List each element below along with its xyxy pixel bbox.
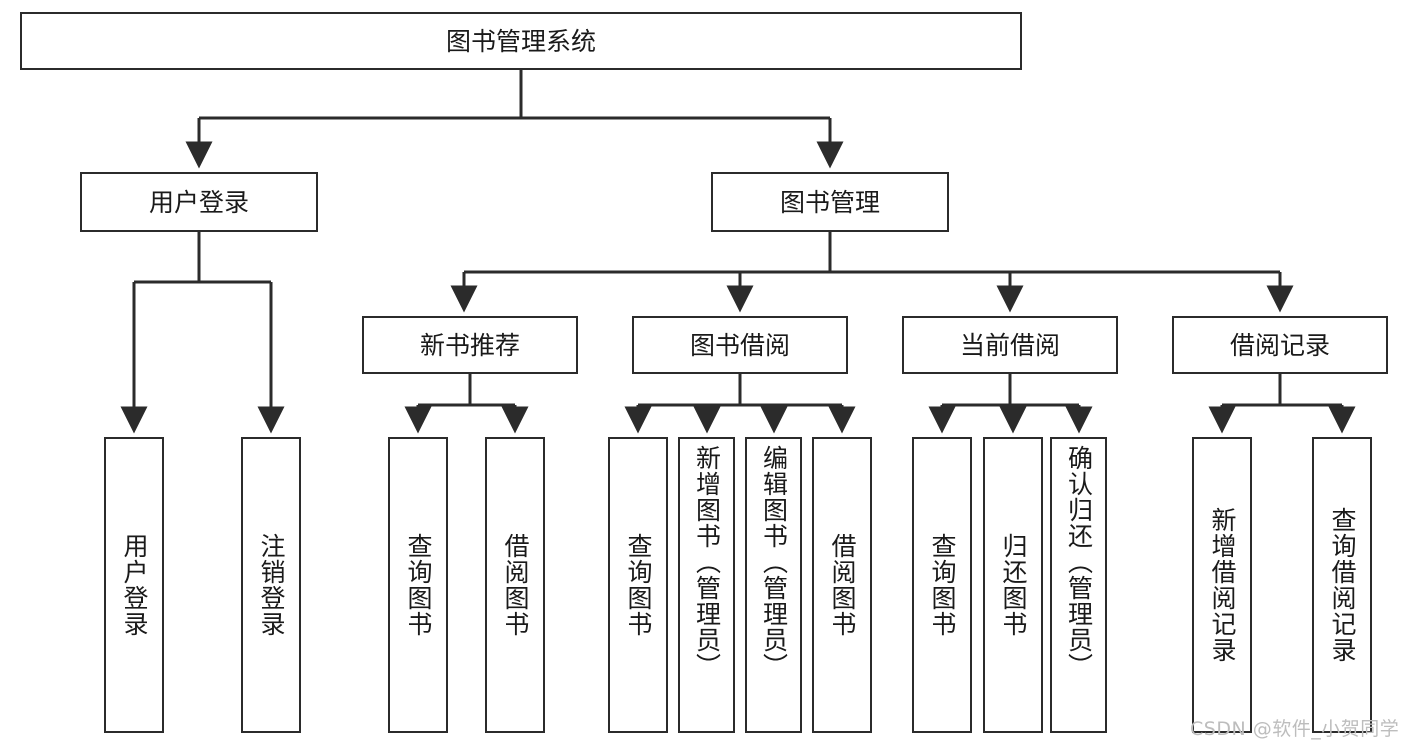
node-new-book-recommend[interactable]: 新书推荐 [362, 316, 578, 374]
node-user-login-label: 用户登录 [148, 187, 249, 217]
node-new-book-recommend-label: 新书推荐 [419, 330, 520, 360]
node-leaf-user-login[interactable]: 用户登录 [104, 437, 164, 733]
csdn-watermark: CSDN @软件_小贺同学 [1190, 718, 1400, 740]
node-book-borrow[interactable]: 图书借阅 [632, 316, 848, 374]
node-leaf-borrow-book-1[interactable]: 借阅图书 [485, 437, 545, 733]
node-leaf-add-book[interactable]: 新增图书（管理员） [678, 437, 735, 733]
node-leaf-return-book-label: 归还图书 [999, 533, 1028, 637]
node-leaf-query-book-1-label: 查询图书 [404, 533, 433, 637]
node-leaf-return-book[interactable]: 归还图书 [983, 437, 1043, 733]
node-leaf-add-record-label: 新增借阅记录 [1208, 507, 1237, 663]
node-current-borrow-label: 当前借阅 [959, 330, 1060, 360]
node-leaf-borrow-book-2[interactable]: 借阅图书 [812, 437, 872, 733]
node-user-login[interactable]: 用户登录 [80, 172, 318, 232]
node-book-manage-label: 图书管理 [779, 187, 880, 217]
node-leaf-user-logout-label: 注销登录 [257, 533, 286, 637]
node-leaf-query-book-3-label: 查询图书 [928, 533, 957, 637]
node-leaf-confirm-return[interactable]: 确认归还（管理员） [1050, 437, 1107, 733]
node-borrow-record[interactable]: 借阅记录 [1172, 316, 1388, 374]
node-root-label: 图书管理系统 [445, 26, 596, 56]
node-leaf-query-book-1[interactable]: 查询图书 [388, 437, 448, 733]
node-leaf-borrow-book-2-label: 借阅图书 [828, 533, 857, 637]
node-leaf-query-book-3[interactable]: 查询图书 [912, 437, 972, 733]
node-book-borrow-label: 图书借阅 [689, 330, 790, 360]
node-leaf-add-record[interactable]: 新增借阅记录 [1192, 437, 1252, 733]
node-book-manage[interactable]: 图书管理 [711, 172, 949, 232]
node-leaf-query-record-label: 查询借阅记录 [1328, 507, 1357, 663]
node-leaf-query-book-2[interactable]: 查询图书 [608, 437, 668, 733]
node-current-borrow[interactable]: 当前借阅 [902, 316, 1118, 374]
node-leaf-user-logout[interactable]: 注销登录 [241, 437, 301, 733]
node-leaf-edit-book-label: 编辑图书（管理员） [759, 445, 789, 679]
node-leaf-add-book-label: 新增图书（管理员） [692, 445, 722, 679]
node-leaf-confirm-return-label: 确认归还（管理员） [1064, 445, 1094, 679]
node-borrow-record-label: 借阅记录 [1229, 330, 1330, 360]
node-leaf-borrow-book-1-label: 借阅图书 [501, 533, 530, 637]
node-leaf-query-record[interactable]: 查询借阅记录 [1312, 437, 1372, 733]
node-leaf-query-book-2-label: 查询图书 [624, 533, 653, 637]
node-root[interactable]: 图书管理系统 [20, 12, 1022, 70]
node-leaf-user-login-label: 用户登录 [120, 533, 149, 637]
node-leaf-edit-book[interactable]: 编辑图书（管理员） [745, 437, 802, 733]
